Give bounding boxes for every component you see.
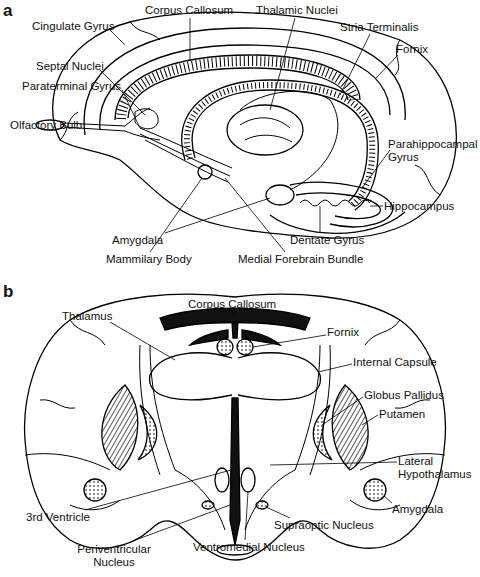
part-label: Corpus Callosum [145,4,233,17]
leader-line [318,364,352,372]
part-label: Internal Capsule [353,356,437,369]
leader-line [130,505,230,542]
part-label: Parahippocampal Gyrus [388,138,480,164]
part-label: Olfactory Bulb [10,119,82,132]
brain-outline [53,12,457,238]
part-label: Medial Forebrain Bundle [238,253,363,266]
part-label: Thalamic Nuclei [256,4,338,17]
temporal-horn [70,500,400,510]
lateral-ventricle [190,330,280,345]
part-label: Ventromedial Nucleus [193,541,305,554]
leader-line [110,30,125,45]
leader-line [362,150,390,188]
septum [232,322,238,338]
thalamus [227,105,303,155]
leader-line [270,18,295,110]
leader-lines-b [85,311,397,542]
leader-line [266,507,290,518]
leader-line [225,178,285,252]
part-label: Hippocampus [384,200,454,213]
amygdala [364,479,386,501]
part-label: Corpus Callosum [188,298,276,311]
septal-area [135,109,158,129]
leader-line [362,415,378,425]
hippocampus [296,193,380,219]
leader-line [122,90,140,128]
ventromedial-nucleus [241,468,255,492]
leader-line [370,206,383,207]
part-label: Putamen [379,408,425,421]
third-ventricle [230,398,240,545]
leader-line [232,311,235,316]
putamen [332,385,368,470]
part-label: Paraterminal Gyrus [22,80,121,93]
thalamus [150,353,321,400]
part-label: Fornix [327,326,359,339]
part-label: Lateral Hypothalamus [398,455,478,481]
part-label: Periventricular Nucleus [68,543,160,569]
part-label: Dentate Gyrus [290,234,364,247]
part-label: Amygdala [392,503,443,516]
corpus-callosum-stripes [121,61,354,119]
brain-outline [25,294,446,560]
panel-letter: a [3,2,12,20]
part-label: Fornix [396,43,428,56]
cingulate-gyrus [100,45,390,130]
part-label: Cingulate Gyrus [32,20,114,33]
sulcus [60,22,440,195]
leader-lines-a [100,18,398,252]
dentate-gyrus [300,200,370,206]
leader-line [253,335,326,347]
coronal-brain [25,294,446,560]
leader-line [110,322,175,360]
amygdala [84,479,106,501]
leader-line [340,34,370,95]
thalamic-nuclei [240,118,292,142]
leader-line [320,206,321,233]
putamen [102,385,138,470]
leader-line [100,70,145,115]
medial-forebrain-bundle [140,128,232,182]
parahippocampal-gyrus [270,212,405,233]
supraoptic-nucleus [202,501,214,509]
leader-line [85,470,231,510]
leader-line [245,492,248,540]
part-label: Stria Terminalis [340,21,418,34]
leader-line [190,18,191,60]
leader-line [376,55,398,78]
ventromedial-nucleus [215,468,229,492]
leader-line [165,198,270,233]
globus-pallidus [138,405,157,460]
part-label: Globus Pallidus [364,389,444,402]
supraoptic-nucleus [256,501,268,509]
part-label: Supraoptic Nucleus [274,519,374,532]
globus-pallidus [313,405,332,460]
leader-line [270,462,397,465]
leader-line [384,496,392,503]
fornix [217,339,233,355]
fornix [237,339,253,355]
leader-line [322,397,363,425]
part-label: Amygdala [112,234,163,247]
hippocampus [290,182,393,226]
panel-letter: b [3,283,13,301]
amygdala [266,185,294,205]
fornix-stripes [187,85,372,206]
part-label: Thalamus [62,310,113,323]
fornix [182,80,378,210]
part-label: Mammilary Body [106,253,192,266]
part-label: 3rd Ventricle [26,511,90,524]
part-label: Septal Nuclei [36,60,104,73]
